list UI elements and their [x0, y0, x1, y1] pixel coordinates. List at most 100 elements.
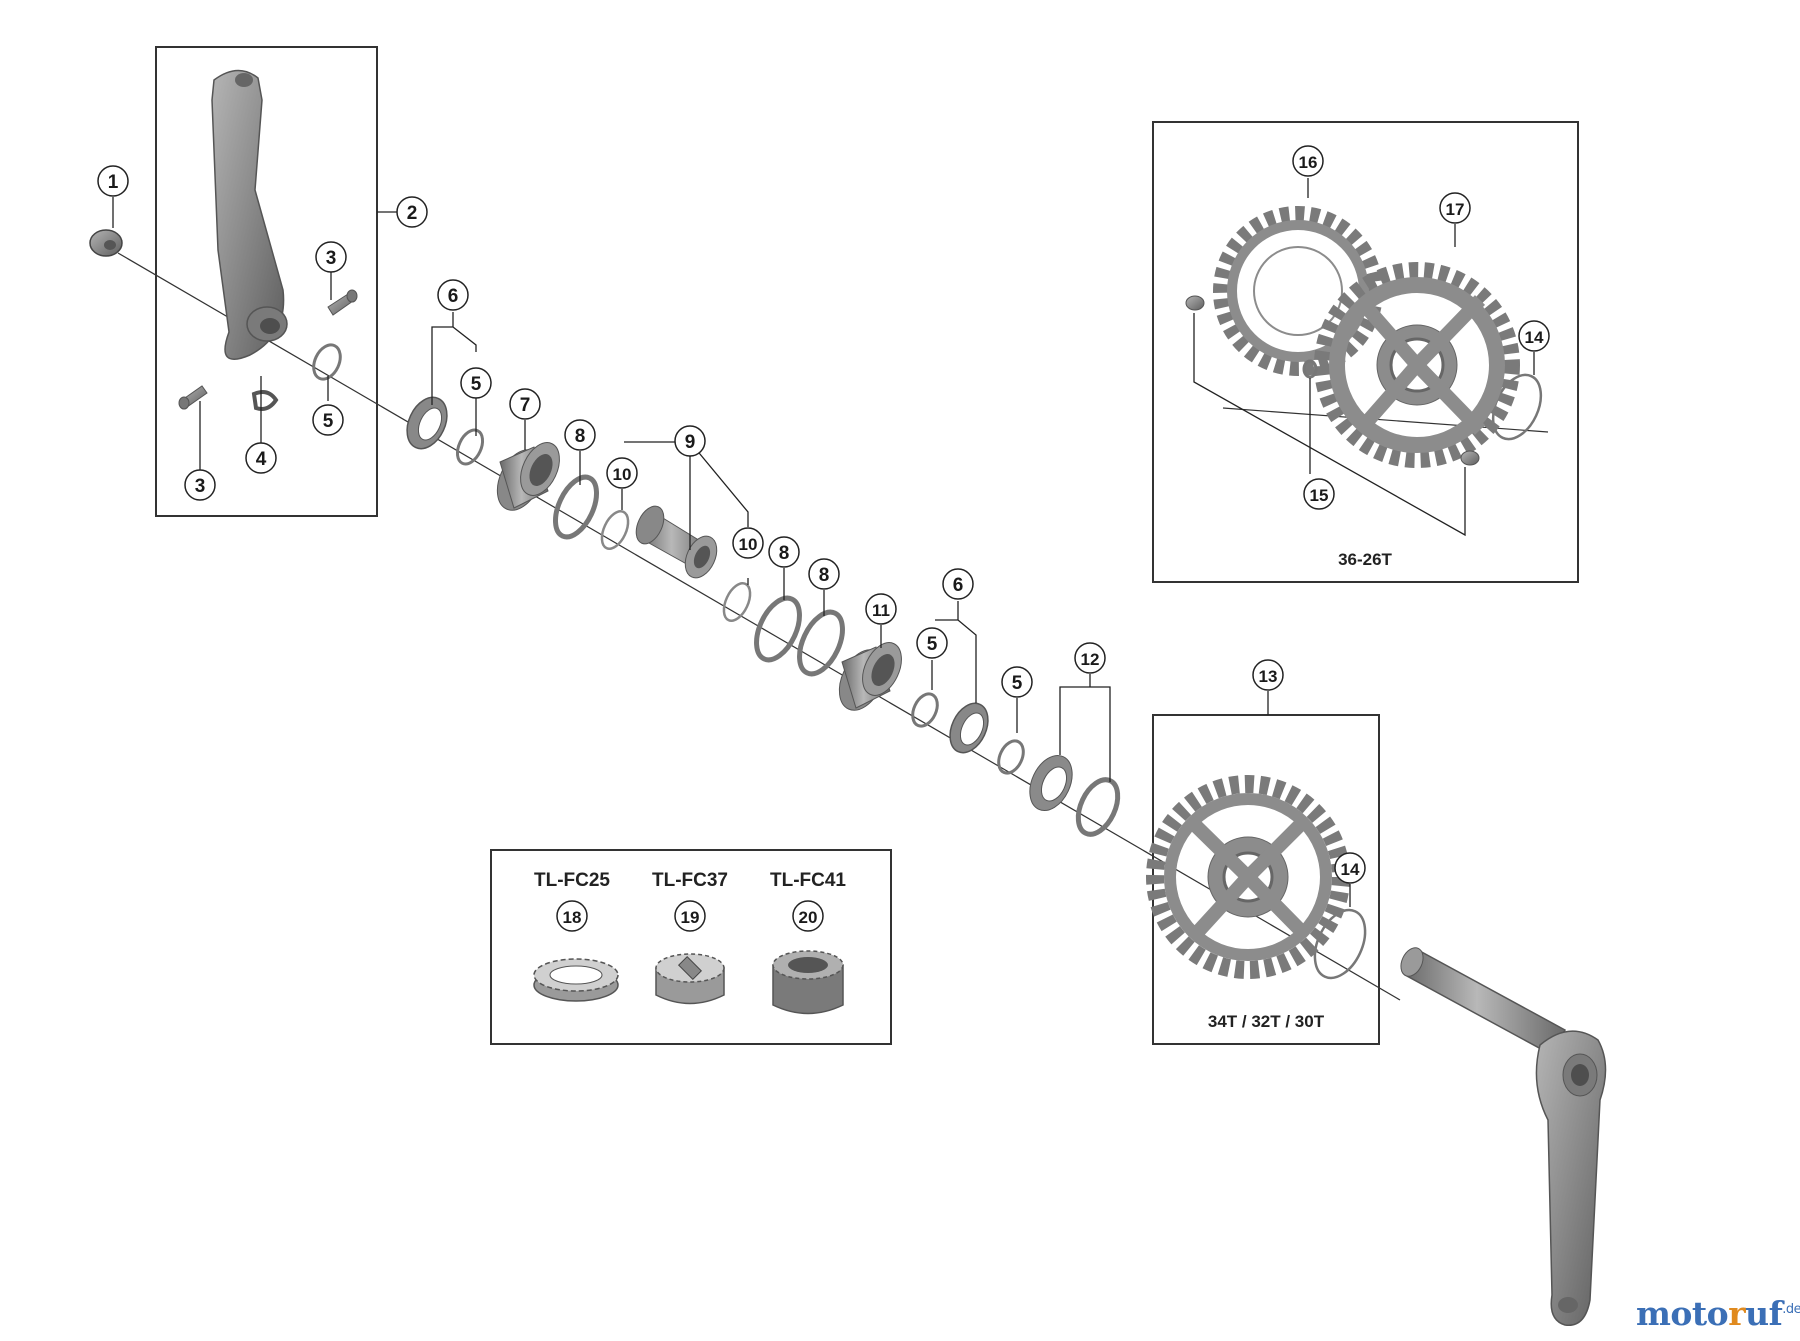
box-crank-arm-left [155, 46, 378, 517]
right-crank-arm-part [1400, 947, 1607, 1327]
callout-1: 1 [97, 165, 129, 197]
tool-19-illustration [655, 953, 725, 1005]
svg-text:8: 8 [575, 426, 586, 447]
svg-text:4: 4 [256, 449, 267, 470]
callout-4: 4 [245, 442, 277, 474]
lockring-12-ring [1075, 777, 1121, 837]
tool-20-illustration [772, 950, 844, 1015]
leader-lines [112, 178, 1535, 907]
svg-text:13: 13 [1259, 667, 1278, 686]
callout-10a: 10 [606, 457, 638, 489]
callout-15: 15 [1303, 478, 1335, 510]
seal-ring-8-c [797, 609, 845, 677]
callout-3a: 3 [315, 241, 347, 273]
svg-text:17: 17 [1446, 200, 1465, 219]
watermark-logo: motoruf.de [1636, 1294, 1800, 1333]
svg-text:14: 14 [1525, 328, 1544, 347]
svg-text:18: 18 [563, 908, 582, 927]
pinch-bolt-upper [327, 289, 358, 316]
svg-text:14: 14 [1341, 860, 1360, 879]
callout-7: 7 [509, 388, 541, 420]
bearing-cup-right [838, 642, 902, 711]
safety-plate-part [251, 390, 279, 411]
o-ring-5-b [455, 428, 485, 466]
svg-text:9: 9 [685, 432, 696, 453]
callout-20: 20 [792, 900, 824, 932]
single-chainring-13 [1146, 775, 1350, 979]
box-caption-34-32-30t: 34T / 32T / 30T [1208, 1012, 1325, 1031]
callout-6a: 6 [437, 279, 469, 311]
callout-19: 19 [674, 900, 706, 932]
svg-text:5: 5 [471, 374, 482, 395]
chainring-washer-15 [1302, 359, 1318, 379]
svg-text:11: 11 [872, 601, 890, 620]
lockring-12-part [1029, 755, 1073, 811]
svg-text:5: 5 [323, 411, 334, 432]
callout-5d: 5 [1001, 666, 1033, 698]
callout-2: 2 [396, 196, 428, 228]
svg-text:16: 16 [1299, 153, 1318, 172]
tool-label-tl-fc41: TL-FC41 [770, 870, 846, 891]
o-ring-5-a [312, 343, 342, 381]
chainring-bolt-15-b [1460, 450, 1480, 466]
callout-8a: 8 [564, 419, 596, 451]
chainring-bolt-15-a [1185, 295, 1205, 311]
svg-text:7: 7 [520, 395, 531, 416]
spacer-6-a [406, 396, 448, 450]
callout-6b: 6 [942, 568, 974, 600]
svg-text:10: 10 [613, 465, 632, 484]
callout-9: 9 [674, 425, 706, 457]
callout-5b: 5 [460, 367, 492, 399]
small-chainring-16 [1213, 206, 1383, 376]
callout-14a: 14 [1518, 320, 1550, 352]
svg-text:19: 19 [681, 908, 700, 927]
svg-text:8: 8 [779, 543, 790, 564]
callout-16: 16 [1292, 145, 1324, 177]
svg-text:6: 6 [953, 575, 964, 596]
inner-sleeve-part [635, 505, 718, 579]
callout-11: 11 [865, 593, 897, 625]
svg-text:5: 5 [1012, 673, 1023, 694]
tool-label-tl-fc37: TL-FC37 [652, 870, 728, 891]
large-chainring-17 [1314, 262, 1520, 468]
tool-label-tl-fc25: TL-FC25 [534, 870, 610, 891]
tool-18-illustration [533, 958, 619, 1002]
callout-13: 13 [1252, 659, 1284, 691]
callout-3b: 3 [184, 469, 216, 501]
svg-text:6: 6 [448, 286, 459, 307]
svg-text:1: 1 [108, 172, 119, 193]
seal-ring-8-a [552, 474, 600, 540]
svg-text:3: 3 [326, 248, 337, 269]
svg-text:5: 5 [927, 634, 938, 655]
svg-text:15: 15 [1310, 486, 1329, 505]
box-tools [490, 849, 892, 1045]
o-ring-5-d [997, 739, 1025, 775]
callout-5c: 5 [916, 627, 948, 659]
seal-ring-8-b [754, 595, 802, 663]
svg-text:3: 3 [195, 476, 206, 497]
bearing-cup-left [496, 442, 560, 511]
crank-cap-part [89, 229, 123, 257]
o-ring-10-a [600, 510, 630, 550]
svg-text:8: 8 [819, 565, 830, 586]
svg-text:10: 10 [739, 535, 758, 554]
pinch-bolt-lower [178, 385, 208, 410]
svg-text:20: 20 [799, 908, 818, 927]
box-chainring-36-26t [1152, 121, 1579, 583]
svg-text:2: 2 [407, 203, 418, 224]
callout-10b: 10 [732, 527, 764, 559]
callout-17: 17 [1439, 192, 1471, 224]
o-ring-5-c [911, 692, 939, 728]
callout-18: 18 [556, 900, 588, 932]
o-ring-10-b [722, 582, 752, 622]
left-crank-arm-part [211, 69, 288, 360]
callout-14b: 14 [1334, 852, 1366, 884]
callout-12: 12 [1074, 642, 1106, 674]
callout-8b: 8 [768, 536, 800, 568]
svg-text:12: 12 [1081, 650, 1100, 669]
spacer-6-b [949, 702, 989, 754]
callout-5a: 5 [312, 404, 344, 436]
box-caption-36-26t: 36-26T [1338, 550, 1392, 569]
callout-8c: 8 [808, 558, 840, 590]
